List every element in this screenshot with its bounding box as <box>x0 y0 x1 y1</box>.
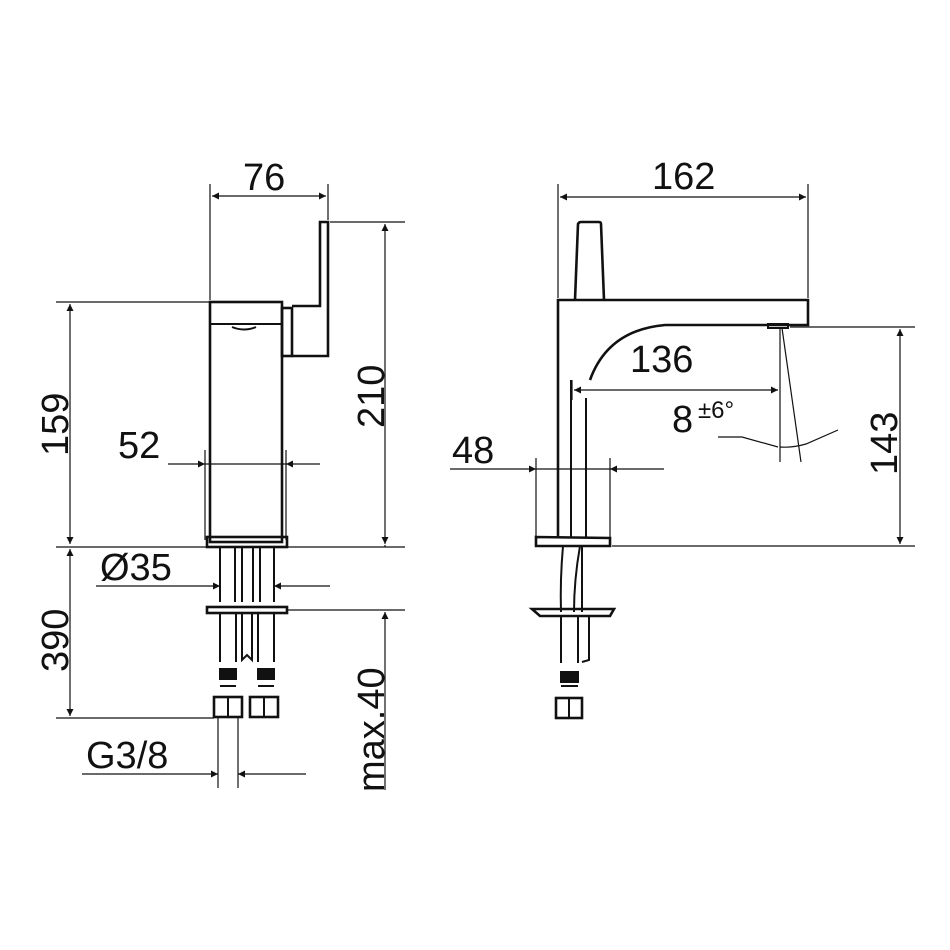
dim-angle-8: 8 <box>672 399 693 441</box>
dim-thread-g38: G3/8 <box>86 735 168 777</box>
dim-height-210: 210 <box>351 365 393 428</box>
spout-body <box>556 298 810 538</box>
hose-right <box>248 613 280 719</box>
lever-handle <box>292 220 330 358</box>
dim-height-159: 159 <box>35 393 77 456</box>
lever-handle-side <box>573 220 606 301</box>
dim-height-143: 143 <box>864 412 906 475</box>
dim-reach-136: 136 <box>630 339 693 381</box>
dim-length-390: 390 <box>35 609 77 672</box>
dim-angle-tolerance: ±6° <box>698 397 734 424</box>
dim-diameter-35: Ø35 <box>100 547 172 589</box>
dim-width-48: 48 <box>452 430 494 472</box>
front-view: 76 210 159 52 Ø35 390 max.40 <box>35 157 405 792</box>
dim-length-162: 162 <box>652 156 715 198</box>
dim-width-52: 52 <box>118 425 160 467</box>
faucet-body <box>208 300 284 544</box>
dim-width-76: 76 <box>243 157 285 199</box>
dim-max-40: max.40 <box>351 667 393 792</box>
hose-left <box>212 613 244 719</box>
side-view: 162 136 8 ±6° 143 48 <box>450 156 915 720</box>
